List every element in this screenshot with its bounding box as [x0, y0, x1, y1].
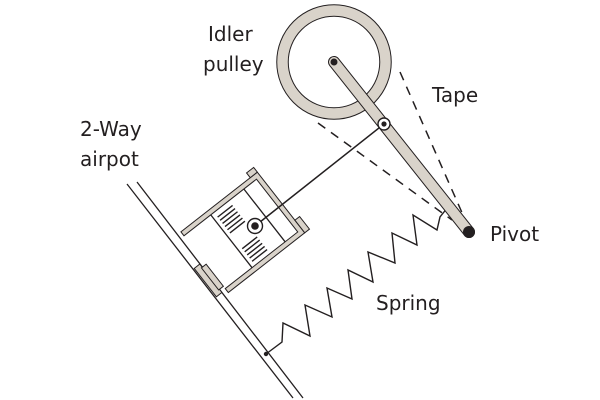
label-pivot: Pivot: [490, 222, 539, 246]
piston-hatching-lower: [241, 236, 268, 262]
connecting-rod: [254, 123, 385, 227]
label-idler-pulley-line2: pulley: [203, 52, 264, 76]
airpot-mount-pad-inner: [200, 263, 225, 291]
label-idler-pulley-line1: Idler: [208, 22, 253, 46]
spring-anchor-wall: [263, 351, 269, 357]
pivot-point: [463, 226, 475, 238]
airpot: [180, 166, 311, 298]
tape-lines: [317, 71, 468, 225]
label-spring: Spring: [376, 291, 441, 315]
pulley-axle-dot: [330, 58, 338, 66]
piston-hatching-upper: [217, 204, 246, 234]
airpot-flange-top: [245, 166, 259, 179]
idler-pulley: [276, 4, 392, 120]
label-airpot-line2: airpot: [80, 147, 139, 171]
label-airpot-line1: 2-Way: [80, 117, 142, 141]
airpot-piston: [210, 188, 286, 269]
label-tape: Tape: [431, 83, 478, 107]
airpot-flange-bottom: [294, 215, 311, 234]
piston-pin-dot: [251, 222, 259, 230]
airpot-housing: [180, 171, 306, 294]
spring: [265, 206, 449, 355]
pivot-arm: [328, 56, 475, 238]
rod-arm-joint-dot: [381, 121, 387, 127]
